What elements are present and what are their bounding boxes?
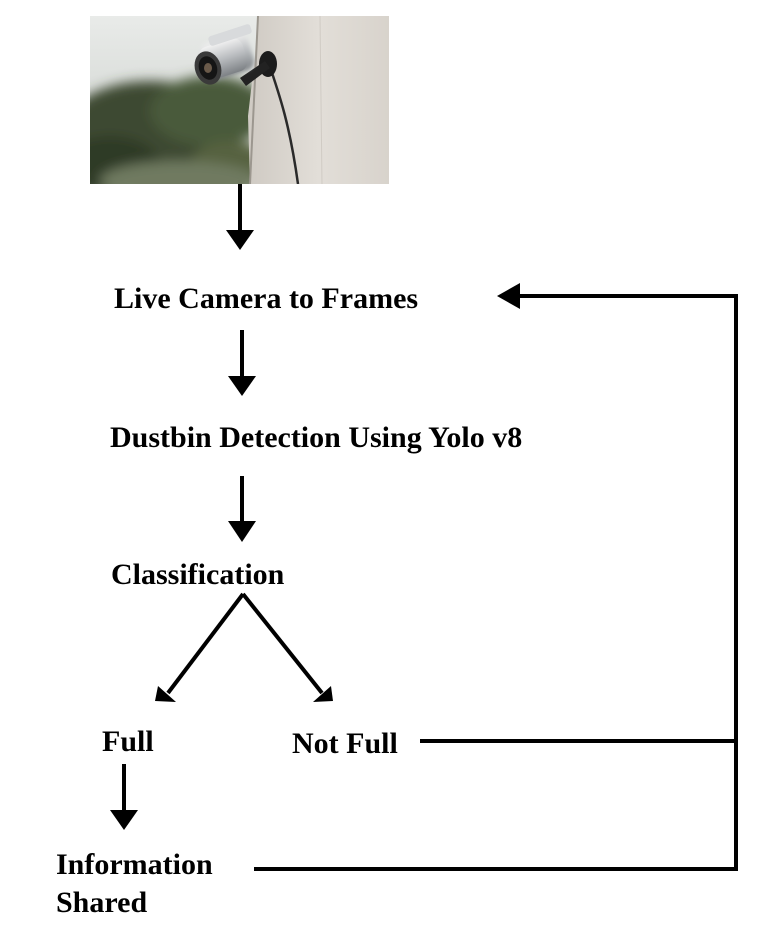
arrow-live-to-detection [228, 330, 256, 396]
arrow-classification-to-notfull [241, 592, 333, 702]
feedback-arrowhead [497, 283, 520, 309]
feedback-loop-line [254, 283, 738, 871]
node-live-camera: Live Camera to Frames [114, 282, 419, 315]
node-not-full: Not Full [292, 727, 398, 760]
node-dustbin-detection: Dustbin Detection Using Yolo v8 [110, 421, 523, 454]
arrow-full-to-info [110, 764, 138, 830]
camera-photo [90, 16, 389, 184]
arrow-classification-to-full [155, 592, 245, 702]
arrow-photo-to-live [226, 184, 254, 250]
node-full: Full [102, 725, 154, 758]
info-line-2: Shared [56, 886, 148, 920]
arrow-detection-to-classification [228, 476, 256, 542]
info-line-1: Information [56, 848, 213, 881]
node-information-shared: Information Shared [56, 846, 213, 923]
node-classification: Classification [111, 558, 285, 591]
security-camera-image [90, 16, 389, 184]
